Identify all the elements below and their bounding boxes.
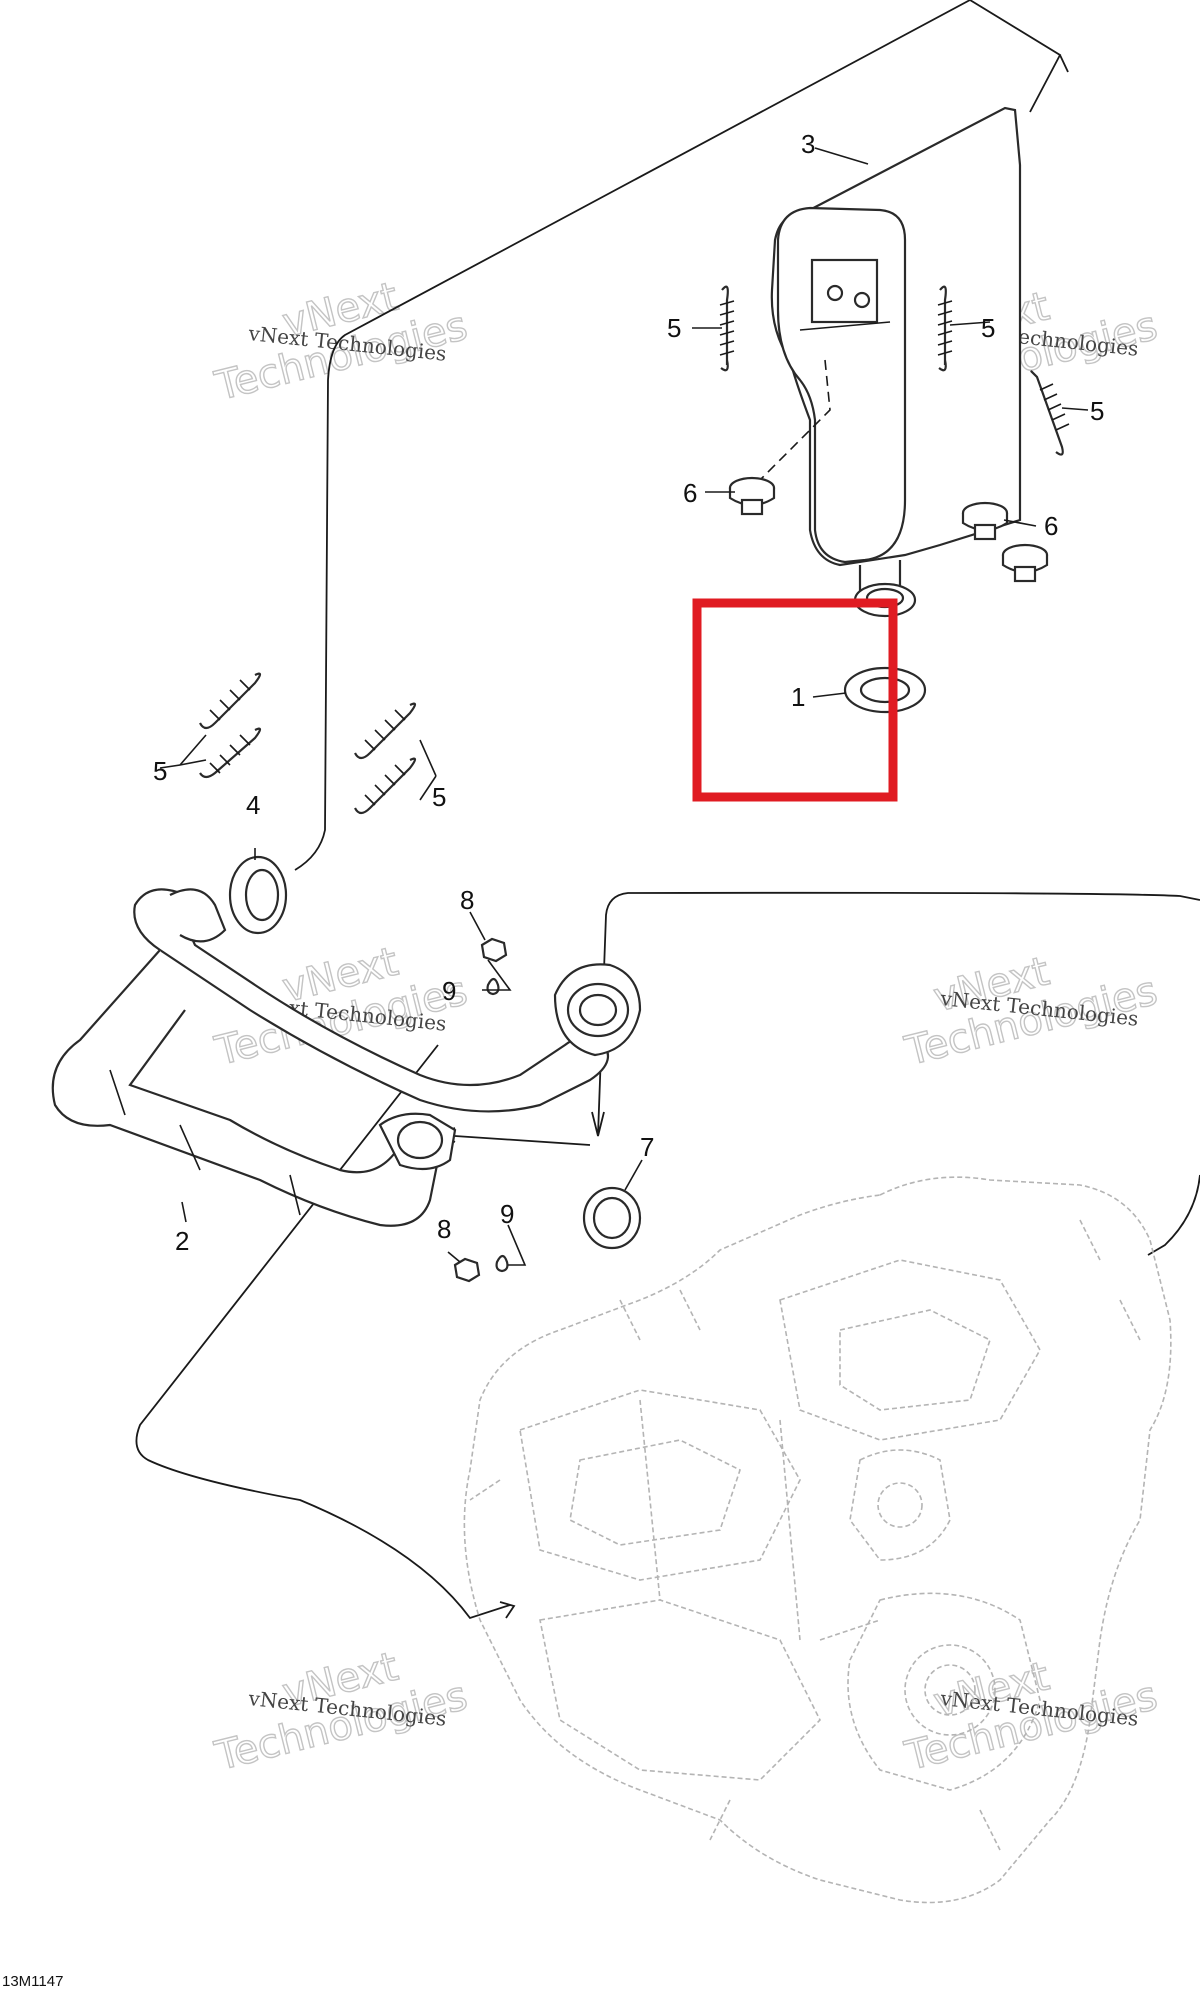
muffler-icon bbox=[759, 106, 1022, 618]
callout-part-5-c: 5 bbox=[1090, 396, 1104, 426]
drawing-reference-code: 13M1147 bbox=[2, 1973, 63, 1990]
rubber-mount-icon-3 bbox=[1001, 543, 1049, 583]
exhaust-pipe-icon bbox=[51, 888, 642, 1227]
route-engine-to-flange bbox=[591, 891, 1200, 1137]
muffler-bracket bbox=[810, 258, 879, 324]
pipe-inlet-collar bbox=[169, 888, 227, 943]
rubber-mount-icon-1 bbox=[728, 476, 776, 516]
gasket-icon-part-7 bbox=[582, 1186, 642, 1250]
callout-part-9-b: 9 bbox=[500, 1199, 514, 1229]
callout-part-6-b: 6 bbox=[1044, 511, 1058, 541]
spring-icon-1 bbox=[720, 285, 729, 372]
spring-icon-group bbox=[199, 285, 1070, 815]
callout-part-5-a: 5 bbox=[667, 313, 681, 343]
route-engine-right bbox=[1147, 1174, 1200, 1256]
spring-icon-5 bbox=[199, 727, 262, 779]
callout-labels: 3 5 5 5 6 6 1 4 5 5 8 9 7 2 8 9 bbox=[153, 129, 1104, 1256]
washer-icon-1 bbox=[486, 977, 500, 996]
engine-icon bbox=[463, 1176, 1172, 1904]
callout-part-9-a: 9 bbox=[442, 976, 456, 1006]
rubber-mount-icon-2 bbox=[961, 501, 1009, 541]
rubber-mount-group bbox=[728, 476, 1049, 583]
spring-icon-7 bbox=[354, 757, 417, 815]
callout-part-3: 3 bbox=[801, 129, 815, 159]
callout-part-2: 2 bbox=[175, 1226, 189, 1256]
route-muffler-to-grommet bbox=[294, 0, 1069, 871]
callout-part-5-e: 5 bbox=[432, 782, 446, 812]
callout-part-5-d: 5 bbox=[153, 756, 167, 786]
callout-part-7: 7 bbox=[640, 1132, 654, 1162]
spring-icon-2 bbox=[938, 285, 947, 372]
nut-icon-1 bbox=[480, 937, 508, 963]
nut-icon-2 bbox=[453, 1257, 481, 1283]
spring-icon-3 bbox=[1030, 370, 1064, 456]
callout-part-1: 1 bbox=[791, 682, 805, 712]
callout-part-4: 4 bbox=[246, 790, 260, 820]
gasket-icon-part-1 bbox=[843, 666, 927, 714]
grommet-icon-part-4 bbox=[228, 855, 288, 935]
callout-part-8-a: 8 bbox=[460, 885, 474, 915]
spring-icon-4 bbox=[199, 672, 262, 730]
route-pipe-to-engine bbox=[135, 1044, 516, 1620]
callout-part-5-b: 5 bbox=[981, 313, 995, 343]
highlight-box-part-1 bbox=[692, 598, 898, 802]
leader-lines bbox=[159, 147, 1089, 1266]
washer-icon-2 bbox=[495, 1254, 509, 1273]
callout-part-6-a: 6 bbox=[683, 478, 697, 508]
callout-part-8-b: 8 bbox=[437, 1214, 451, 1244]
spring-icon-6 bbox=[354, 702, 417, 760]
route-gasket7-arrows bbox=[435, 1127, 591, 1146]
routing-lines bbox=[135, 0, 1200, 1620]
